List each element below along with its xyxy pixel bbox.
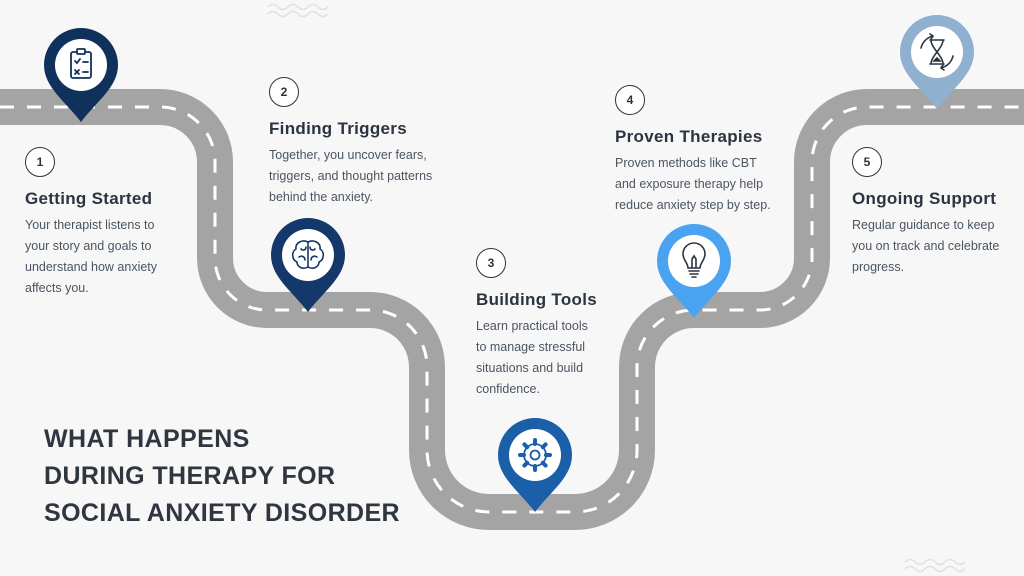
step-2: 2 Finding Triggers Together, you uncover…: [269, 77, 432, 208]
step-title-3: Building Tools: [476, 290, 597, 309]
step-3: 3 Building Tools Learn practical tools t…: [476, 248, 597, 400]
step-description-2: Together, you uncover fears, triggers, a…: [269, 148, 433, 204]
step-1: 1 Getting Started Your therapist listens…: [25, 147, 157, 299]
map-pin-1: [44, 28, 118, 122]
map-pin-2: [271, 218, 345, 312]
step-title-5: Ongoing Support: [852, 189, 997, 208]
step-number-5: 5: [852, 147, 882, 177]
step-description-4: Proven methods like CBT and exposure the…: [615, 156, 771, 212]
title-line-3: SOCIAL ANXIETY DISORDER: [44, 499, 401, 527]
wave-decoration-top: [267, 3, 329, 18]
step-number-2: 2: [269, 77, 299, 107]
step-5: 5 Ongoing Support Regular guidance to ke…: [852, 147, 999, 278]
step-title-1: Getting Started: [25, 189, 153, 208]
title-line-1: WHAT HAPPENS: [44, 425, 250, 453]
title-line-2: DURING THERAPY FOR: [44, 462, 336, 490]
step-description-5: Regular guidance to keep you on track an…: [852, 218, 1000, 274]
gear-icon: [518, 438, 552, 472]
page-title: WHAT HAPPENS DURING THERAPY FOR SOCIAL A…: [44, 421, 400, 532]
wave-decoration-bottom: [904, 558, 966, 573]
step-number-4: 4: [615, 85, 645, 115]
step-title-4: Proven Therapies: [615, 127, 763, 146]
road-lane-markings: [0, 105, 1024, 514]
hourglass-icon: [920, 33, 954, 71]
step-description-3: Learn practical tools to manage stressfu…: [476, 319, 588, 396]
step-number-3: 3: [476, 248, 506, 278]
lightbulb-icon: [682, 242, 706, 278]
map-pin-5: [900, 15, 974, 109]
step-4: 4 Proven Therapies Proven methods like C…: [615, 85, 771, 216]
map-pin-3: [498, 418, 572, 512]
step-title-2: Finding Triggers: [269, 119, 407, 138]
checklist-icon: [70, 48, 92, 79]
step-description-1: Your therapist listens to your story and…: [25, 218, 158, 295]
map-pin-4: [657, 224, 731, 318]
brain-icon: [291, 240, 325, 269]
step-number-1: 1: [25, 147, 55, 177]
